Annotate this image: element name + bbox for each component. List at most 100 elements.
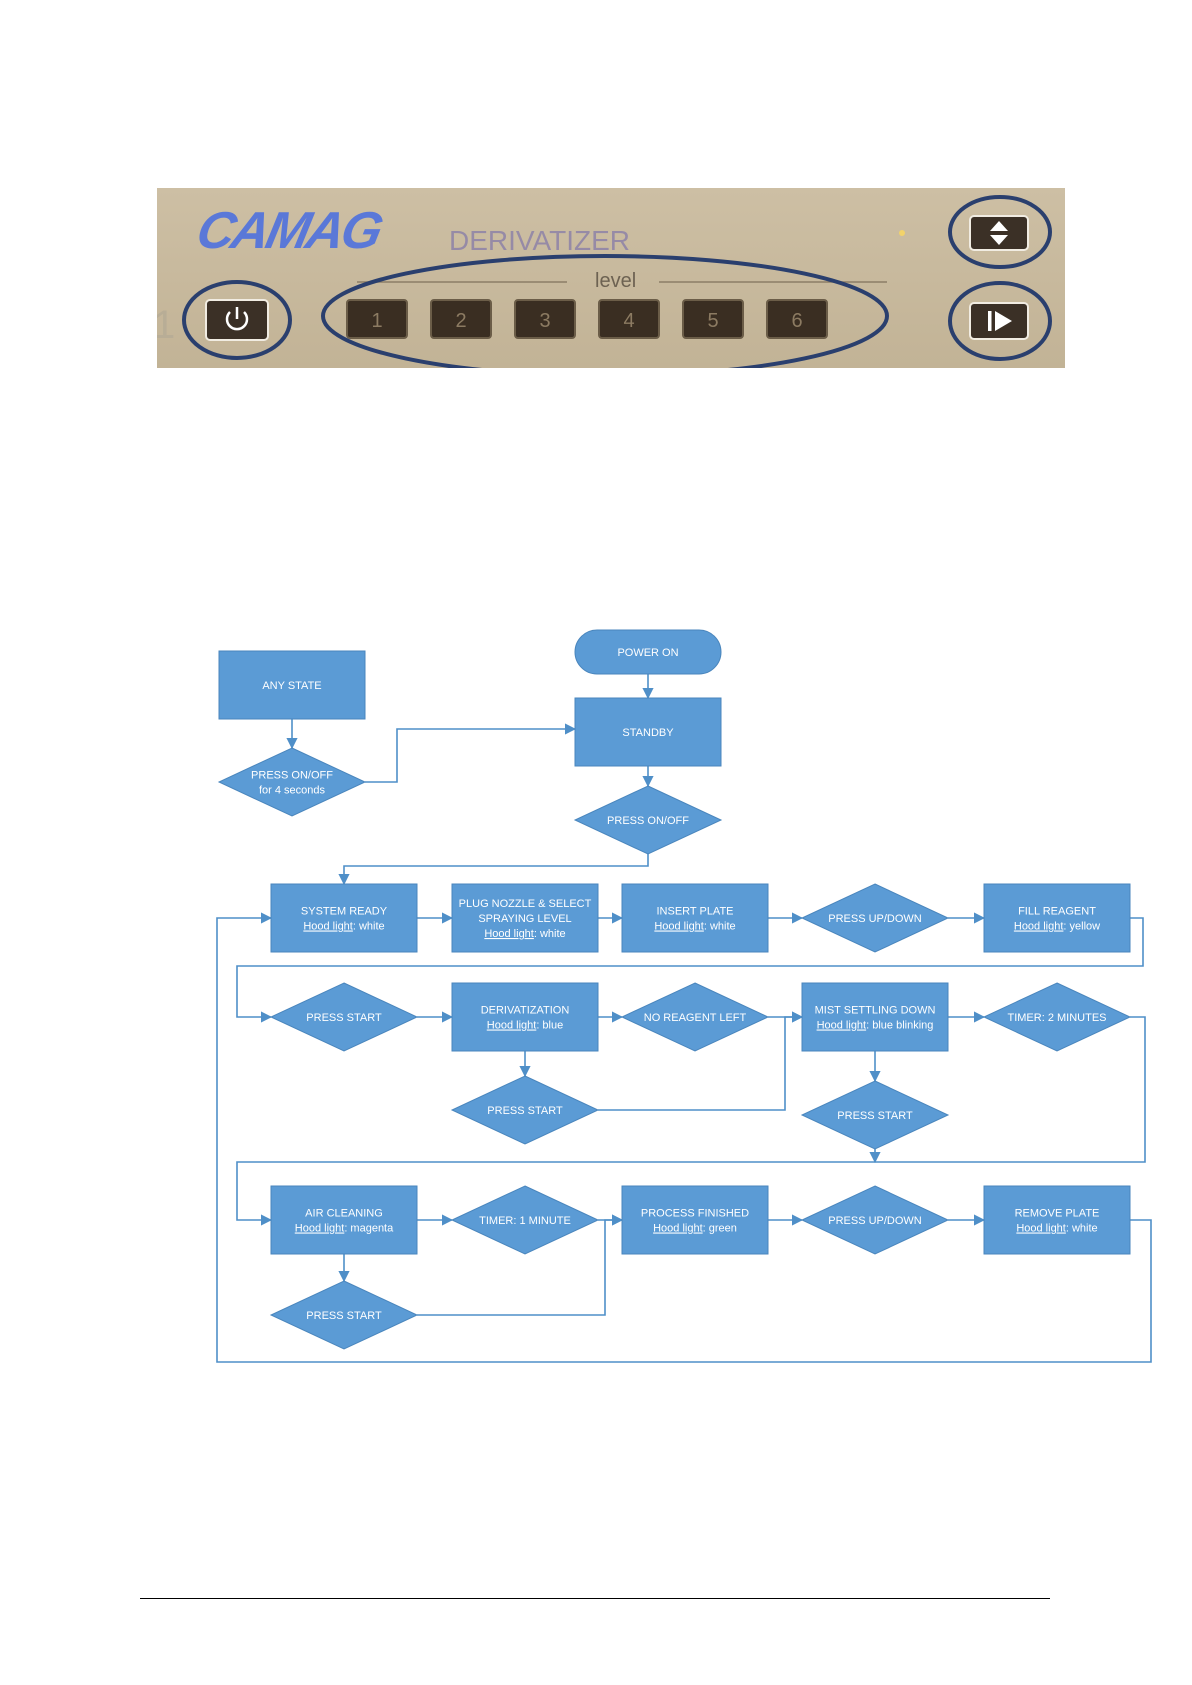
edge-fill-start	[236, 917, 1144, 1023]
up-down-button[interactable]	[969, 215, 1029, 251]
node-mist-settling: MIST SETTLING DOWN Hood light: blue blink…	[801, 982, 949, 1052]
node-label: POWER ON	[617, 647, 678, 659]
start-icon	[988, 311, 1012, 331]
side-number: 1	[157, 303, 175, 347]
node-label: SPRAYING LEVEL	[478, 913, 571, 925]
control-panel-photo: CAMAG DERIVATIZER level 1 1 2 3 4 5 6	[157, 188, 1065, 368]
hood-light-key: Hood light	[653, 1223, 703, 1235]
level-button-2[interactable]: 2	[430, 299, 492, 339]
node-power-on: POWER ON	[574, 629, 722, 675]
level-label: level	[595, 270, 636, 292]
node-any-state: ANY STATE	[218, 650, 366, 720]
hood-light-key: Hood light	[303, 921, 353, 933]
node-system-ready: SYSTEM READY Hood light: white	[270, 883, 418, 953]
hood-light-label: Hood light: blue	[487, 1020, 563, 1032]
power-highlight	[182, 280, 292, 360]
hood-light-color: : yellow	[1063, 921, 1100, 933]
power-icon	[225, 307, 249, 331]
node-label: PRESS START	[306, 1012, 382, 1024]
node-press-onoff: PRESS ON/OFF	[573, 785, 723, 855]
brand-logo: CAMAG	[192, 202, 388, 260]
edge-press-ready	[338, 854, 649, 886]
updown-highlight	[948, 195, 1052, 269]
node-air-cleaning: AIR CLEANING Hood light: magenta	[270, 1185, 418, 1255]
edge-remove-ready	[216, 912, 1152, 1363]
node-label: PROCESS FINISHED	[641, 1208, 749, 1220]
hood-light-color: : blue	[536, 1020, 563, 1032]
node-label: FILL REAGENT	[1018, 906, 1096, 918]
hood-light-key: Hood light	[1016, 1223, 1066, 1235]
hood-light-key: Hood light	[1014, 921, 1064, 933]
hood-light-color: : magenta	[344, 1223, 394, 1235]
node-plug-nozzle: PLUG NOZZLE & SELECT SPRAYING LEVEL Hood l…	[451, 883, 599, 953]
node-timer-2: TIMER: 2 MINUTES	[982, 982, 1132, 1052]
node-press-start-2: PRESS START	[450, 1075, 600, 1145]
node-press-start-3: PRESS START	[800, 1080, 950, 1150]
edge-press4-standby	[365, 723, 577, 783]
node-label: TIMER: 2 MINUTES	[1007, 1012, 1106, 1024]
hood-light-label: Hood light: white	[1016, 1223, 1097, 1235]
hood-light-label: Hood light: yellow	[1014, 921, 1100, 933]
node-no-reagent: NO REAGENT LEFT	[620, 982, 770, 1052]
node-label: ANY STATE	[262, 680, 321, 692]
node-label: INSERT PLATE	[656, 906, 733, 918]
hood-light-key: Hood light	[817, 1020, 867, 1032]
hood-light-key: Hood light	[295, 1223, 345, 1235]
node-label: PRESS START	[306, 1310, 382, 1322]
node-label: NO REAGENT LEFT	[644, 1012, 747, 1024]
node-press-start-1: PRESS START	[269, 982, 419, 1052]
level-button-label: 3	[539, 310, 550, 332]
level-button-4[interactable]: 4	[598, 299, 660, 339]
node-insert-plate: INSERT PLATE Hood light: white	[621, 883, 769, 953]
hood-light-color: : white	[1066, 1223, 1098, 1235]
hood-light-color: : white	[353, 921, 385, 933]
footer-rule	[140, 1598, 1050, 1599]
level-button-label: 1	[371, 310, 382, 332]
level-button-label: 5	[707, 310, 718, 332]
power-button[interactable]	[205, 299, 269, 341]
node-label: PLUG NOZZLE & SELECT	[459, 898, 592, 910]
node-label: for 4 seconds	[259, 785, 326, 797]
node-label: REMOVE PLATE	[1015, 1208, 1100, 1220]
hood-light-color: : white	[534, 928, 566, 940]
hood-light-key: Hood light	[484, 928, 534, 940]
node-remove-plate: REMOVE PLATE Hood light: white	[983, 1185, 1131, 1255]
level-button-6[interactable]: 6	[766, 299, 828, 339]
edge-start4-finished	[417, 1214, 624, 1316]
node-label: STANDBY	[622, 727, 674, 739]
level-button-3[interactable]: 3	[514, 299, 576, 339]
hood-light-key: Hood light	[654, 921, 704, 933]
node-timer-1: TIMER: 1 MINUTE	[450, 1185, 600, 1255]
node-press-updown-1: PRESS UP/DOWN	[800, 883, 950, 953]
level-button-label: 2	[455, 310, 466, 332]
hood-light-label: Hood light: white	[654, 921, 735, 933]
level-button-5[interactable]: 5	[682, 299, 744, 339]
hood-light-label: Hood light: magenta	[295, 1223, 394, 1235]
node-label: AIR CLEANING	[305, 1208, 383, 1220]
hood-light-label: Hood light: white	[484, 928, 565, 940]
node-press-updown-2: PRESS UP/DOWN	[800, 1185, 950, 1255]
level-button-label: 6	[791, 310, 802, 332]
start-button[interactable]	[969, 302, 1029, 340]
level-highlight	[321, 254, 889, 368]
node-label: MIST SETTLING DOWN	[815, 1005, 936, 1017]
edge-start2-mist	[598, 1011, 804, 1111]
level-button-label: 4	[623, 310, 634, 332]
hood-light-key: Hood light	[487, 1020, 537, 1032]
hood-light-color: : white	[704, 921, 736, 933]
node-label: PRESS ON/OFF	[607, 815, 689, 827]
node-label: PRESS UP/DOWN	[828, 1215, 922, 1227]
node-label: SYSTEM READY	[301, 906, 388, 918]
node-label: TIMER: 1 MINUTE	[479, 1215, 571, 1227]
hood-light-label: Hood light: green	[653, 1223, 737, 1235]
up-down-icon	[990, 221, 1008, 245]
node-label: PRESS START	[837, 1110, 913, 1122]
hood-light-color: : blue blinking	[866, 1020, 933, 1032]
product-name: DERIVATIZER	[449, 225, 630, 256]
level-button-1[interactable]: 1	[346, 299, 408, 339]
node-fill-reagent: FILL REAGENT Hood light: yellow	[983, 883, 1131, 953]
node-label: PRESS START	[487, 1105, 563, 1117]
